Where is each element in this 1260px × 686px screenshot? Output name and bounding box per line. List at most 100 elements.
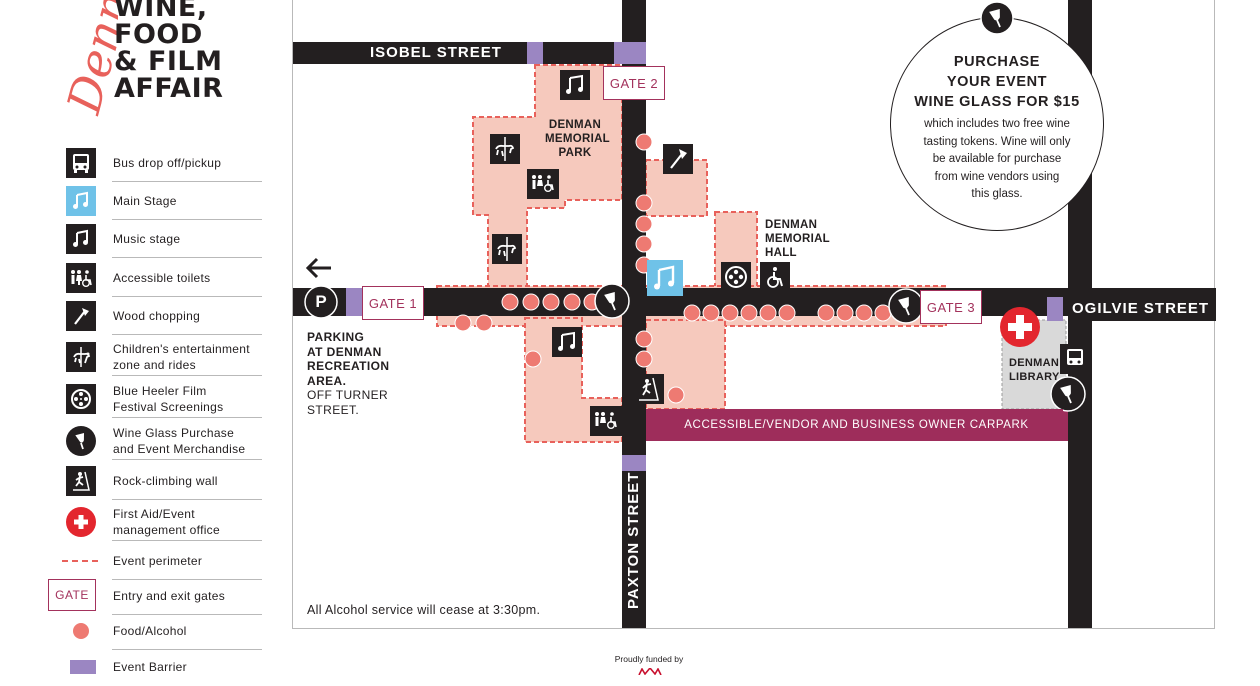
wine-glass-promo: PURCHASE YOUR EVENT WINE GLASS FOR $15 w… [890,17,1104,231]
library-label-line: LIBRARY [1009,371,1060,383]
promo-title-line: PURCHASE [953,54,1041,70]
legend-item-music-stage: Music stage [48,220,262,258]
promo-title-line: WINE GLASS FOR $15 [914,94,1080,110]
wine-glass-icon [1050,376,1086,412]
legend-label: and Event Merchandise [113,442,246,456]
promo-title-line: YOUR EVENT [946,74,1048,90]
brand-title-line: & FILM [114,46,223,77]
park-label: DENMAN MEMORIAL PARK [545,118,611,160]
food-dot [635,215,653,233]
street-label-paxton: PAXTON STREET [625,471,642,609]
toilets-icon [590,406,622,436]
dashed-line-icon [62,560,98,562]
alcohol-note: All Alcohol service will cease at 3:30pm… [307,603,541,617]
event-barrier [527,42,543,64]
first-aid-cross-icon [66,507,96,537]
legend-label: Rock-climbing wall [113,474,218,488]
hall-label: DENMAN MEMORIAL HALL [765,218,830,260]
wine-glass-icon [66,426,96,456]
parking-info: PARKING AT DENMAN RECREATION AREA. OFF T… [307,330,389,418]
food-dot-icon [73,623,89,639]
food-dot [542,293,560,311]
carousel-horse-icon [492,234,522,264]
parking-info-line: STREET. [307,402,360,417]
carousel-horse-icon [490,134,520,164]
promo-body: which includes two free wine tasting tok… [905,116,1089,204]
funder-logo-icon [638,668,662,675]
event-barrier [1047,297,1063,321]
promo-title: PURCHASE YOUR EVENT WINE GLASS FOR $15 [891,52,1103,112]
legend-label: Blue Heeler Film [113,384,207,398]
brand-title-line: AFFAIR [114,73,224,104]
legend-label: Event perimeter [113,554,203,568]
food-dot [635,235,653,253]
food-dot [635,330,653,348]
food-dot [475,314,493,332]
parking-info-line: OFF TURNER [307,388,389,403]
carpark-label: ACCESSIBLE/VENDOR AND BUSINESS OWNER CAR… [650,409,1063,441]
food-dot [683,304,701,322]
brand-title-line: FOOD [114,19,203,50]
food-dot [836,304,854,322]
parking-icon [304,285,338,319]
library-label: DENMAN LIBRARY [1009,356,1060,384]
promo-body-line: from wine vendors using [934,170,1060,183]
legend-item-rock: Rock-climbing wall [48,462,262,500]
legend-label: Main Stage [113,194,177,208]
axe-icon [663,144,693,174]
brand-script-logo: Denman [58,0,118,118]
event-barrier [346,288,362,316]
arrow-left-icon [305,257,331,279]
legend-label: Entry and exit gates [113,589,226,603]
library-label-line: DENMAN [1009,357,1060,369]
first-aid-cross-icon [1000,307,1040,347]
food-dot [635,133,653,151]
food-dot [721,304,739,322]
legend-item-gates: GATE Entry and exit gates [48,577,262,615]
legend-label: Wood chopping [113,309,201,323]
road-ogilvie [1068,297,1216,321]
promo-wine-glass-icon [980,1,1014,35]
legend-item-bus: Bus drop off/pickup [48,144,262,182]
climber-icon [66,466,96,496]
legend-label: Children's entertainment [113,342,250,356]
food-dot [524,350,542,368]
park-label-line: DENMAN [548,119,602,131]
legend-label: Wine Glass Purchase [113,426,235,440]
food-dot [702,304,720,322]
parking-symbol: P [315,292,327,311]
food-dot [522,293,540,311]
legend-item-perimeter: Event perimeter [48,542,262,580]
food-dot [635,350,653,368]
gate-1: GATE 1 [362,286,424,320]
film-reel-icon [66,384,96,414]
barrier-rect-icon [70,660,96,674]
parking-info-line: RECREATION [307,359,390,374]
legend-label: Food/Alcohol [113,624,187,638]
funded-by-label: Proudly funded by [614,654,684,664]
legend-label: Music stage [113,232,181,246]
parking-info-line: AREA. [307,373,347,388]
food-dot [454,314,472,332]
gate-box-icon: GATE [48,579,96,611]
legend-label: First Aid/Event [113,507,195,521]
legend-label: Bus drop off/pickup [113,156,222,170]
toilets-icon [66,263,96,293]
legend-label: Event Barrier [113,660,187,674]
music-note-icon [66,224,96,254]
carousel-horse-icon [66,342,96,372]
legend-item-wood: Wood chopping [48,297,262,335]
food-dot [563,293,581,311]
road-isobel [293,42,645,64]
legend-label: Festival Screenings [113,400,224,414]
park-label-line: MEMORIAL [545,133,611,145]
parking-info-line: AT DENMAN [307,344,382,359]
legend-item-toilets: Accessible toilets [48,259,262,297]
legend-item-wine: Wine Glass Purchase and Event Merchandise [48,422,262,460]
legend-item-food: Food/Alcohol [48,612,262,650]
climber-icon [634,374,664,404]
